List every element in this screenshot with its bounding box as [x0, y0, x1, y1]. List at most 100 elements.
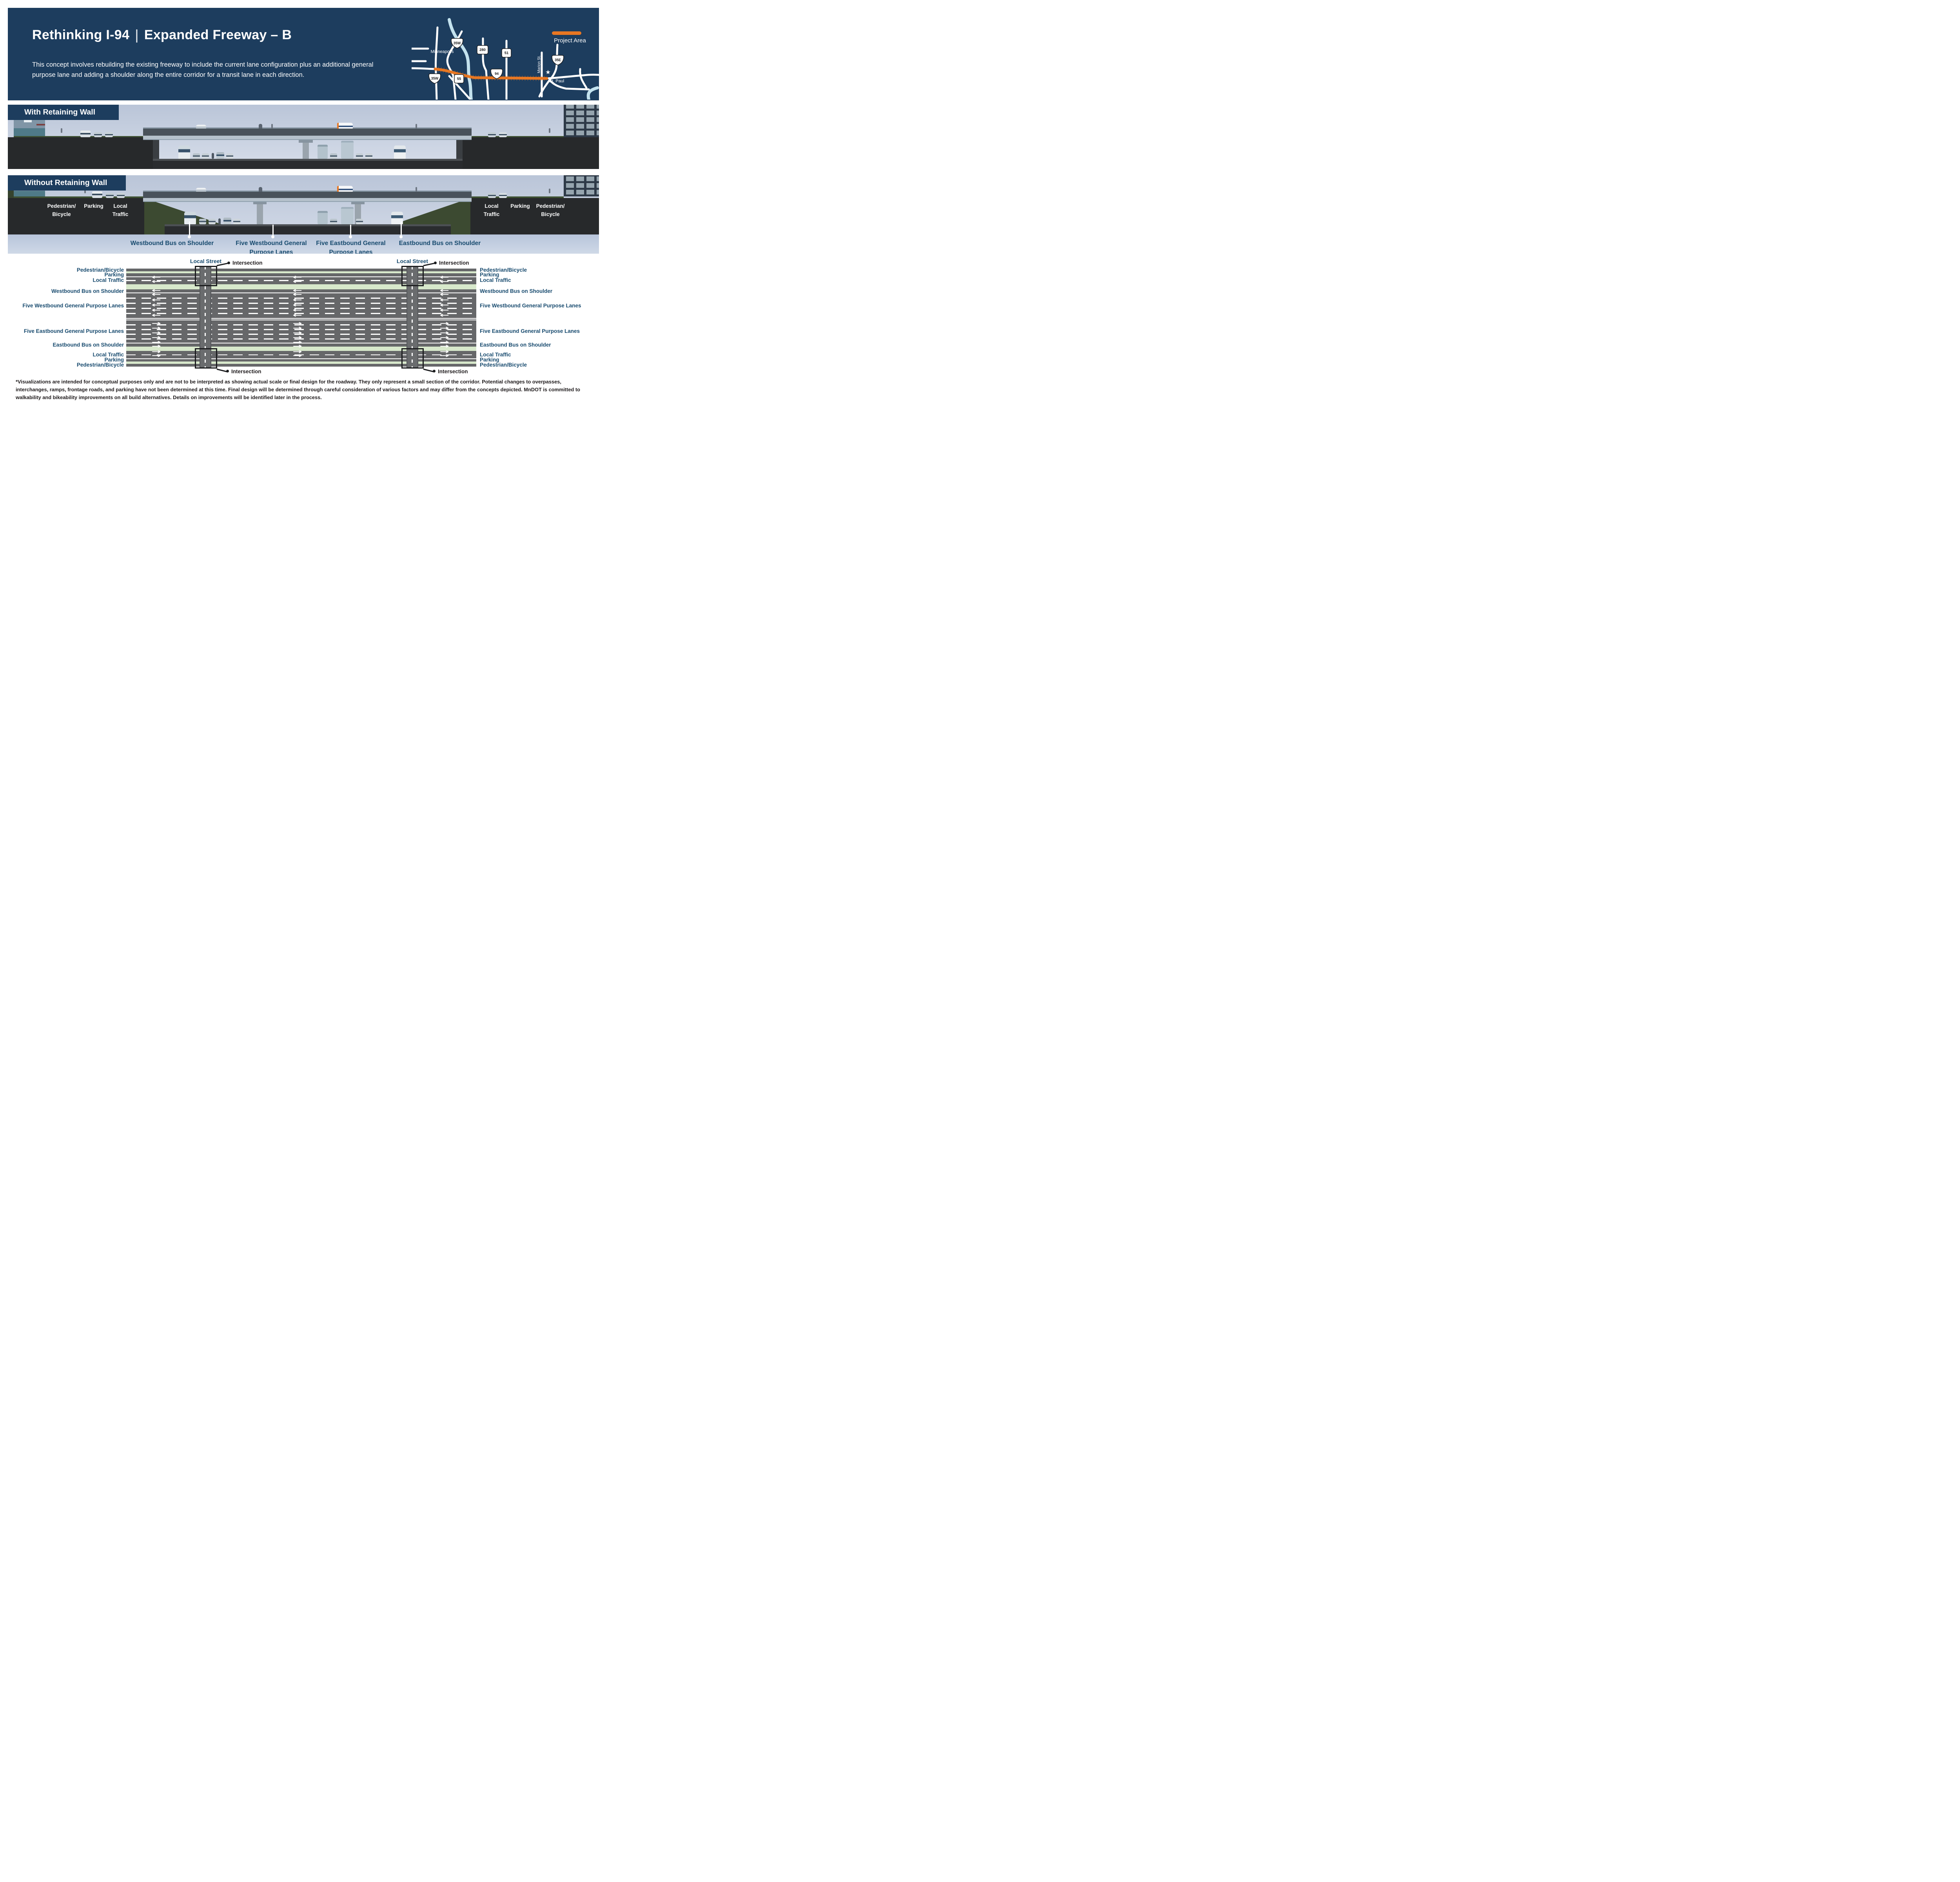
pedestrian-illustration [271, 124, 273, 129]
callout-stem [272, 225, 274, 236]
wb-lane-line-3 [126, 308, 476, 309]
svg-text:35E: 35E [555, 58, 561, 62]
poster: Rethinking I-94 | Expanded Freeway – B T… [0, 0, 607, 405]
bridge-pier-cap [351, 202, 365, 204]
intersection-label-bottom-right: Intersection [438, 369, 468, 374]
label-pedestrian-bicycle-right: Pedestrian/ Bicycle [536, 203, 565, 217]
city-label-stpaul: St. Paul [549, 79, 564, 84]
deck-car-illustration [196, 125, 206, 129]
cyclist-illustration [259, 187, 262, 192]
callout-dot [188, 235, 191, 238]
right-arrow-icon: → [151, 319, 161, 327]
ambulance-illustration [337, 186, 353, 192]
left-arrow-icon: ← [292, 287, 302, 294]
parked-car-illustration [499, 193, 507, 198]
callout-dot [271, 235, 274, 238]
callout-stem [189, 222, 190, 236]
shield-35w-south: 35W [428, 73, 441, 84]
car-illustration [202, 153, 209, 159]
lane-arrows: ←←← [126, 287, 476, 294]
plan-label-right-ped-bike-n: Pedestrian/Bicycle [480, 267, 527, 273]
right-arrow-icon: → [151, 333, 161, 341]
right-arrow-icon: → [439, 351, 449, 359]
plan-label-right-wb-gp: Five Westbound General Purpose Lanes [480, 302, 581, 309]
disclaimer-footnote: *Visualizations are intended for concept… [16, 379, 580, 401]
right-arrow-icon: → [439, 347, 449, 355]
intersection-label-top-left: Intersection [232, 260, 263, 266]
intersection-box-bottom-left [195, 348, 217, 369]
car-illustration [199, 219, 206, 224]
svg-text:55: 55 [457, 77, 461, 81]
lane-arrows: →→→ [126, 352, 476, 359]
right-arrow-icon: → [439, 329, 449, 336]
parking-line-north [126, 276, 476, 277]
project-area-legend-bar [552, 31, 581, 35]
eb-lane-line-4 [126, 338, 476, 340]
parked-car-illustration [106, 193, 114, 198]
concept-description: This concept involves rebuilding the exi… [32, 61, 374, 79]
bridge-deck [143, 129, 472, 136]
pedestrian-illustration [84, 189, 86, 193]
lane-arrows: →→→ [126, 334, 476, 341]
green-buffer-south-1 [126, 362, 476, 364]
section-title-with-wall: With Retaining Wall [8, 105, 119, 120]
shield-94: 94 [490, 69, 503, 79]
plan-label-left-eb-bus: Eastbound Bus on Shoulder [53, 342, 124, 348]
left-arrow-icon: ← [151, 273, 161, 281]
parking-line-south [126, 358, 476, 359]
callout-dot [349, 235, 352, 238]
right-arrow-icon: → [292, 342, 302, 350]
left-arrow-icon: ← [292, 296, 302, 303]
river-path [448, 18, 473, 101]
intersection-box-top-right [401, 266, 424, 286]
lane-arrows: →→→ [126, 347, 476, 355]
lane-arrows: →→→ [126, 329, 476, 336]
bridge-railing [143, 127, 472, 129]
freeway-pavement [153, 159, 463, 169]
left-arrow-icon: ← [151, 277, 161, 285]
local-street-label-left: Local Street [190, 258, 222, 264]
semi-truck-illustration [318, 145, 328, 159]
plan-label-right-wb-bus: Westbound Bus on Shoulder [480, 288, 552, 294]
retaining-wall-ground-right [463, 137, 599, 169]
lane-arrows: →→→ [126, 339, 476, 345]
embankment-right [468, 198, 599, 234]
bus-illustration [178, 145, 190, 159]
left-arrow-icon: ← [151, 296, 161, 303]
street-label-marion: Marion St. [537, 55, 541, 73]
parked-car-illustration [499, 132, 507, 137]
deck-car-illustration [196, 188, 206, 192]
pedestrian-illustration [416, 187, 417, 192]
car-illustration [330, 219, 337, 224]
left-arrow-icon: ← [439, 296, 449, 303]
right-arrow-icon: → [151, 338, 161, 346]
left-arrow-icon: ← [292, 291, 302, 298]
lane-arrows: ← ← ← [126, 274, 476, 280]
shield-280: 280 [477, 45, 488, 54]
lane-arrows: ←←← [126, 312, 476, 318]
right-arrow-icon: → [439, 319, 449, 327]
plan-label-right-parking-n: Parking [480, 271, 499, 278]
right-arrow-icon: → [292, 347, 302, 355]
left-arrow-icon: ← [292, 277, 302, 285]
lane-arrows: →→→ [126, 343, 476, 349]
left-arrow-icon: ← [439, 273, 449, 281]
page-title: Rethinking I-94 | Expanded Freeway – B [32, 27, 292, 43]
left-arrow-icon: ← [292, 273, 302, 281]
parked-van-illustration [80, 131, 91, 137]
car-illustration [356, 219, 363, 224]
shield-51: 51 [501, 48, 512, 58]
project-area-legend-label: Project Area [554, 37, 586, 44]
bridge-pier [303, 143, 309, 159]
parked-car-illustration [488, 193, 496, 198]
intersection-leader-dot [226, 370, 229, 372]
plan-label-right-ped-bike-s: Pedestrian/Bicycle [480, 362, 527, 368]
bus-illustration [184, 212, 196, 224]
plan-label-right-eb-gp: Five Eastbound General Purpose Lanes [480, 328, 580, 334]
cyclist-illustration [259, 124, 262, 129]
shield-55: 55 [454, 74, 464, 84]
car-illustration [209, 219, 216, 224]
lane-arrows: →→→ [126, 325, 476, 331]
cross-section-without-wall: Pedestrian/ Bicycle Parking Local Traffi… [8, 175, 599, 254]
right-arrow-icon: → [439, 342, 449, 350]
